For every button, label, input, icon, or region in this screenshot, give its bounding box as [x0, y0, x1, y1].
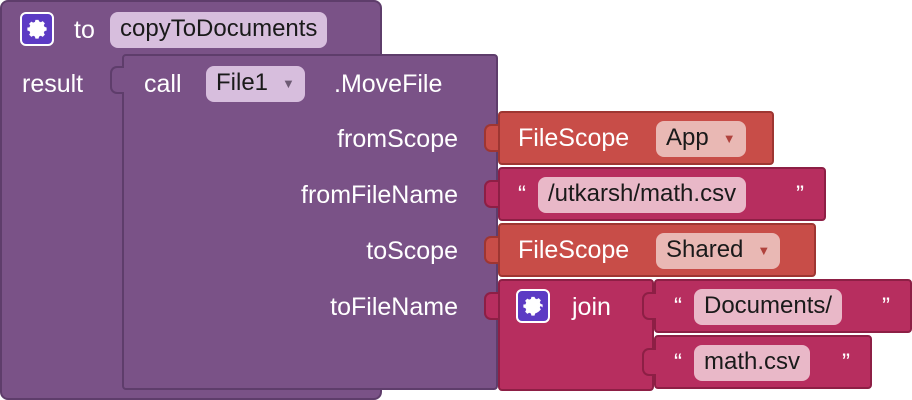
call-keyword: call [144, 70, 182, 98]
arg-to-scope-label: toScope [366, 237, 458, 265]
triangle-down-icon: ▼ [282, 76, 295, 91]
input-connector [484, 124, 498, 152]
close-quote: ” [882, 293, 890, 320]
triangle-down-icon: ▼ [757, 243, 771, 258]
call-movefile-block[interactable]: call File1 ▼ .MoveFile fromScope fromFile… [122, 54, 498, 390]
arg-from-file-name-label: fromFileName [301, 181, 458, 209]
result-label: result [22, 70, 84, 98]
gear-icon[interactable] [516, 289, 550, 323]
text-field-documents[interactable]: Documents/ [694, 289, 843, 325]
open-quote: “ [674, 349, 682, 376]
procedure-name-field[interactable]: copyToDocuments [110, 12, 328, 48]
scope-value: Shared [666, 236, 744, 263]
triangle-down-icon: ▼ [722, 131, 736, 146]
close-quote: ” [842, 349, 850, 376]
input-connector [484, 292, 498, 320]
component-name: File1 [216, 69, 269, 96]
arg-to-file-name-label: toFileName [330, 293, 458, 321]
result-socket [110, 66, 124, 94]
input-connector [484, 236, 498, 264]
join-label: join [572, 293, 611, 321]
scope-dropdown-app[interactable]: App ▼ [656, 121, 746, 157]
procedure-keyword: to [74, 16, 95, 44]
arg-from-scope-label: fromScope [337, 125, 458, 153]
close-quote: ” [796, 181, 804, 208]
gear-icon-svg [523, 296, 543, 316]
filescope-label: FileScope [518, 124, 630, 152]
text-field-filename[interactable]: math.csv [694, 345, 811, 381]
gear-icon-svg [27, 19, 47, 39]
text-block-filename[interactable]: “ math.csv ” [654, 335, 872, 389]
input-connector [642, 348, 656, 376]
join-block[interactable]: join [498, 279, 654, 391]
input-connector [642, 292, 656, 320]
method-name: .MoveFile [334, 70, 443, 98]
filescope-shared-block[interactable]: FileScope Shared ▼ [498, 223, 816, 277]
gear-icon[interactable] [20, 12, 54, 46]
text-block-source-path[interactable]: “ /utkarsh/math.csv ” [498, 167, 826, 221]
filescope-label: FileScope [518, 236, 630, 264]
text-block-documents[interactable]: “ Documents/ ” [654, 279, 912, 333]
scope-dropdown-shared[interactable]: Shared ▼ [656, 233, 781, 269]
filescope-app-block[interactable]: FileScope App ▼ [498, 111, 774, 165]
component-dropdown[interactable]: File1 ▼ [206, 66, 305, 102]
scope-value: App [666, 124, 709, 151]
open-quote: “ [518, 181, 526, 208]
open-quote: “ [674, 293, 682, 320]
text-field-source-path[interactable]: /utkarsh/math.csv [538, 177, 747, 213]
input-connector [484, 180, 498, 208]
